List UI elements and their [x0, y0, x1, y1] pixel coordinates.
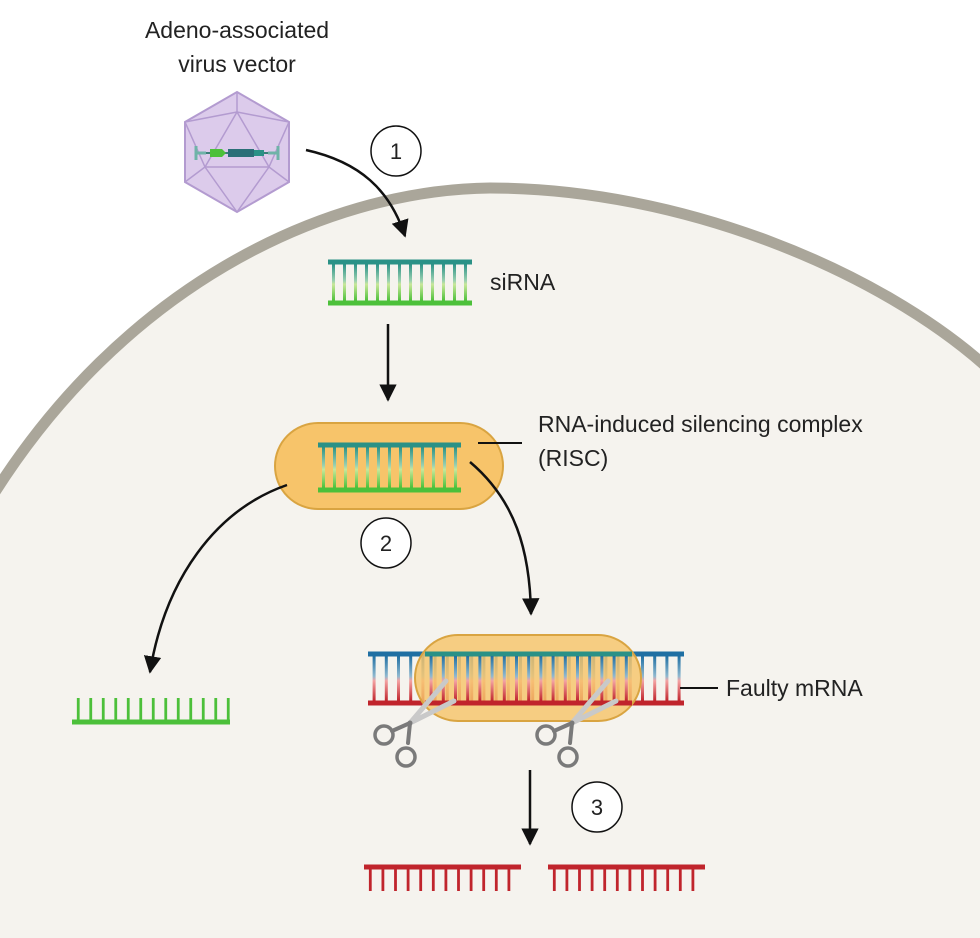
arrow-to-mrna [469, 461, 540, 616]
aav-capsid-icon [184, 90, 290, 214]
risc-label-line1: RNA-induced silencing complex [538, 411, 863, 437]
dna-cassette [194, 146, 280, 160]
faulty-mrna-label: Faulty mRNA [726, 675, 863, 701]
cell [0, 182, 980, 938]
step-3-badge: 3 [571, 781, 623, 833]
cleaved-mrna-fragment [364, 864, 521, 891]
vector-label-line2: virus vector [178, 51, 296, 77]
step-2-badge: 2 [360, 517, 412, 569]
arrow-step-1 [305, 148, 409, 238]
sirna-duplex [328, 259, 472, 306]
sirna-label: siRNA [490, 269, 556, 295]
scissors-icon [535, 678, 619, 768]
cytoplasm [0, 188, 980, 938]
mrna-bases-overlay [425, 651, 632, 706]
step-3-number: 3 [591, 795, 603, 820]
risc-mrna-complex [368, 634, 684, 722]
risc-complex [274, 422, 504, 510]
passenger-strand [72, 698, 230, 725]
cleaved-mrna-fragment [548, 864, 705, 891]
vector-label-line1: Adeno-associated [145, 17, 329, 43]
risc-loaded-sirna [318, 442, 461, 493]
step-1-badge: 1 [370, 125, 422, 177]
risc-label-line2: (RISC) [538, 445, 608, 471]
cell-membrane [0, 182, 980, 495]
step-1-number: 1 [390, 139, 402, 164]
scissors-icon [373, 678, 457, 768]
step-2-number: 2 [380, 531, 392, 556]
arrow-passenger-strand [143, 483, 288, 674]
